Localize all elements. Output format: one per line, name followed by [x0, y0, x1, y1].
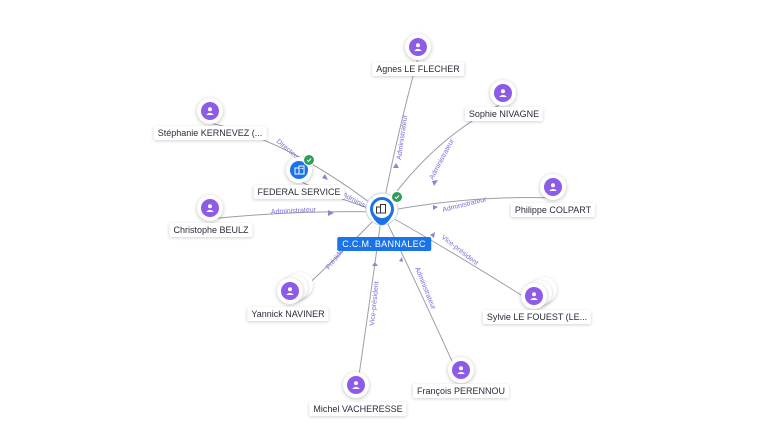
edge-philippe — [381, 197, 554, 213]
person-label-francois: François PERENNOU — [412, 384, 510, 398]
person-label-stephanie: Stéphanie KERNEVEZ (... — [153, 126, 267, 140]
person-icon — [452, 361, 470, 379]
person-icon — [525, 287, 543, 305]
center-company-label[interactable]: C.C.M. BANNALEC — [337, 237, 431, 251]
person-node-francois[interactable] — [448, 357, 474, 383]
person-icon — [347, 376, 365, 394]
edge-sylvie — [381, 211, 538, 306]
person-icon — [201, 199, 219, 217]
person-label-yannick: Yannick NAVINER — [247, 307, 329, 321]
edge-christophe — [209, 211, 383, 220]
map-pin-icon — [365, 192, 399, 226]
person-node-agnes[interactable] — [405, 34, 431, 60]
person-node-michel[interactable] — [343, 372, 369, 398]
person-node-yannick[interactable] — [273, 272, 313, 306]
person-node-sylvie[interactable] — [517, 277, 557, 311]
person-label-agnes: Agnes LE FLECHER — [372, 62, 464, 76]
company-icon — [290, 161, 308, 179]
company-label-federal-service: FEDERAL SERVICE — [253, 185, 345, 199]
person-node-philippe[interactable] — [540, 174, 566, 200]
edge-label-philippe: Administrateur — [442, 196, 488, 214]
edge-arrows — [322, 163, 438, 266]
person-label-christophe: Christophe BEULZ — [169, 223, 253, 237]
person-icon — [281, 282, 299, 300]
person-label-philippe: Philippe COLPART — [510, 203, 596, 217]
person-icon — [494, 84, 512, 102]
person-icon — [544, 178, 562, 196]
person-label-michel: Michel VACHERESSE — [309, 402, 407, 416]
edge-label-christophe: Administrateur — [271, 207, 317, 216]
center-company-node[interactable] — [364, 191, 403, 232]
person-label-sylvie: Sylvie LE FOUEST (LE... — [482, 310, 592, 324]
verified-check-icon — [303, 154, 315, 166]
edge-label-francois: Administrateur — [413, 266, 437, 311]
edge-label-michel: Vice-président — [369, 281, 381, 326]
person-node-christophe[interactable] — [197, 195, 223, 221]
edge-label-sylvie: Vice-président — [440, 234, 480, 267]
company-node-federal-service[interactable] — [286, 154, 315, 183]
person-icon — [409, 38, 427, 56]
verified-check-icon — [391, 191, 403, 203]
person-icon — [201, 102, 219, 120]
person-node-stephanie[interactable] — [197, 98, 223, 124]
person-label-sophie: Sophie NIVAGNE — [464, 107, 544, 121]
person-node-sophie[interactable] — [490, 80, 516, 106]
